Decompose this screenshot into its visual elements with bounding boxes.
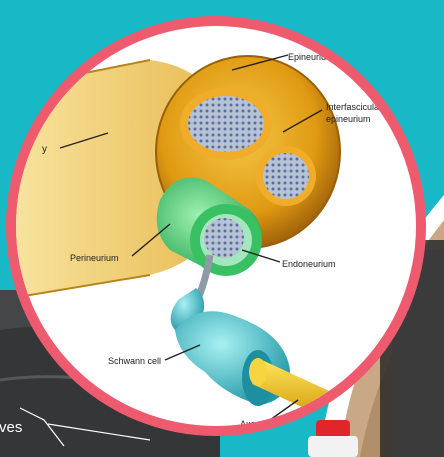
bottle-cap <box>316 420 350 438</box>
label-endoneurium: Endoneurium <box>282 259 336 269</box>
fascicle-top <box>180 88 272 160</box>
ultrasound-partial-label: ves <box>0 419 22 436</box>
label-left-partial: y <box>42 144 47 155</box>
label-schwann-cell: Schwann cell <box>108 356 161 366</box>
label-perineurium: Perineurium <box>70 253 119 263</box>
bottle-body <box>308 436 358 457</box>
fascicle-right <box>256 146 316 206</box>
label-interfascicular-line1: Interfascicular <box>326 102 382 112</box>
label-interfascicular-line2: epineurium <box>326 114 371 124</box>
